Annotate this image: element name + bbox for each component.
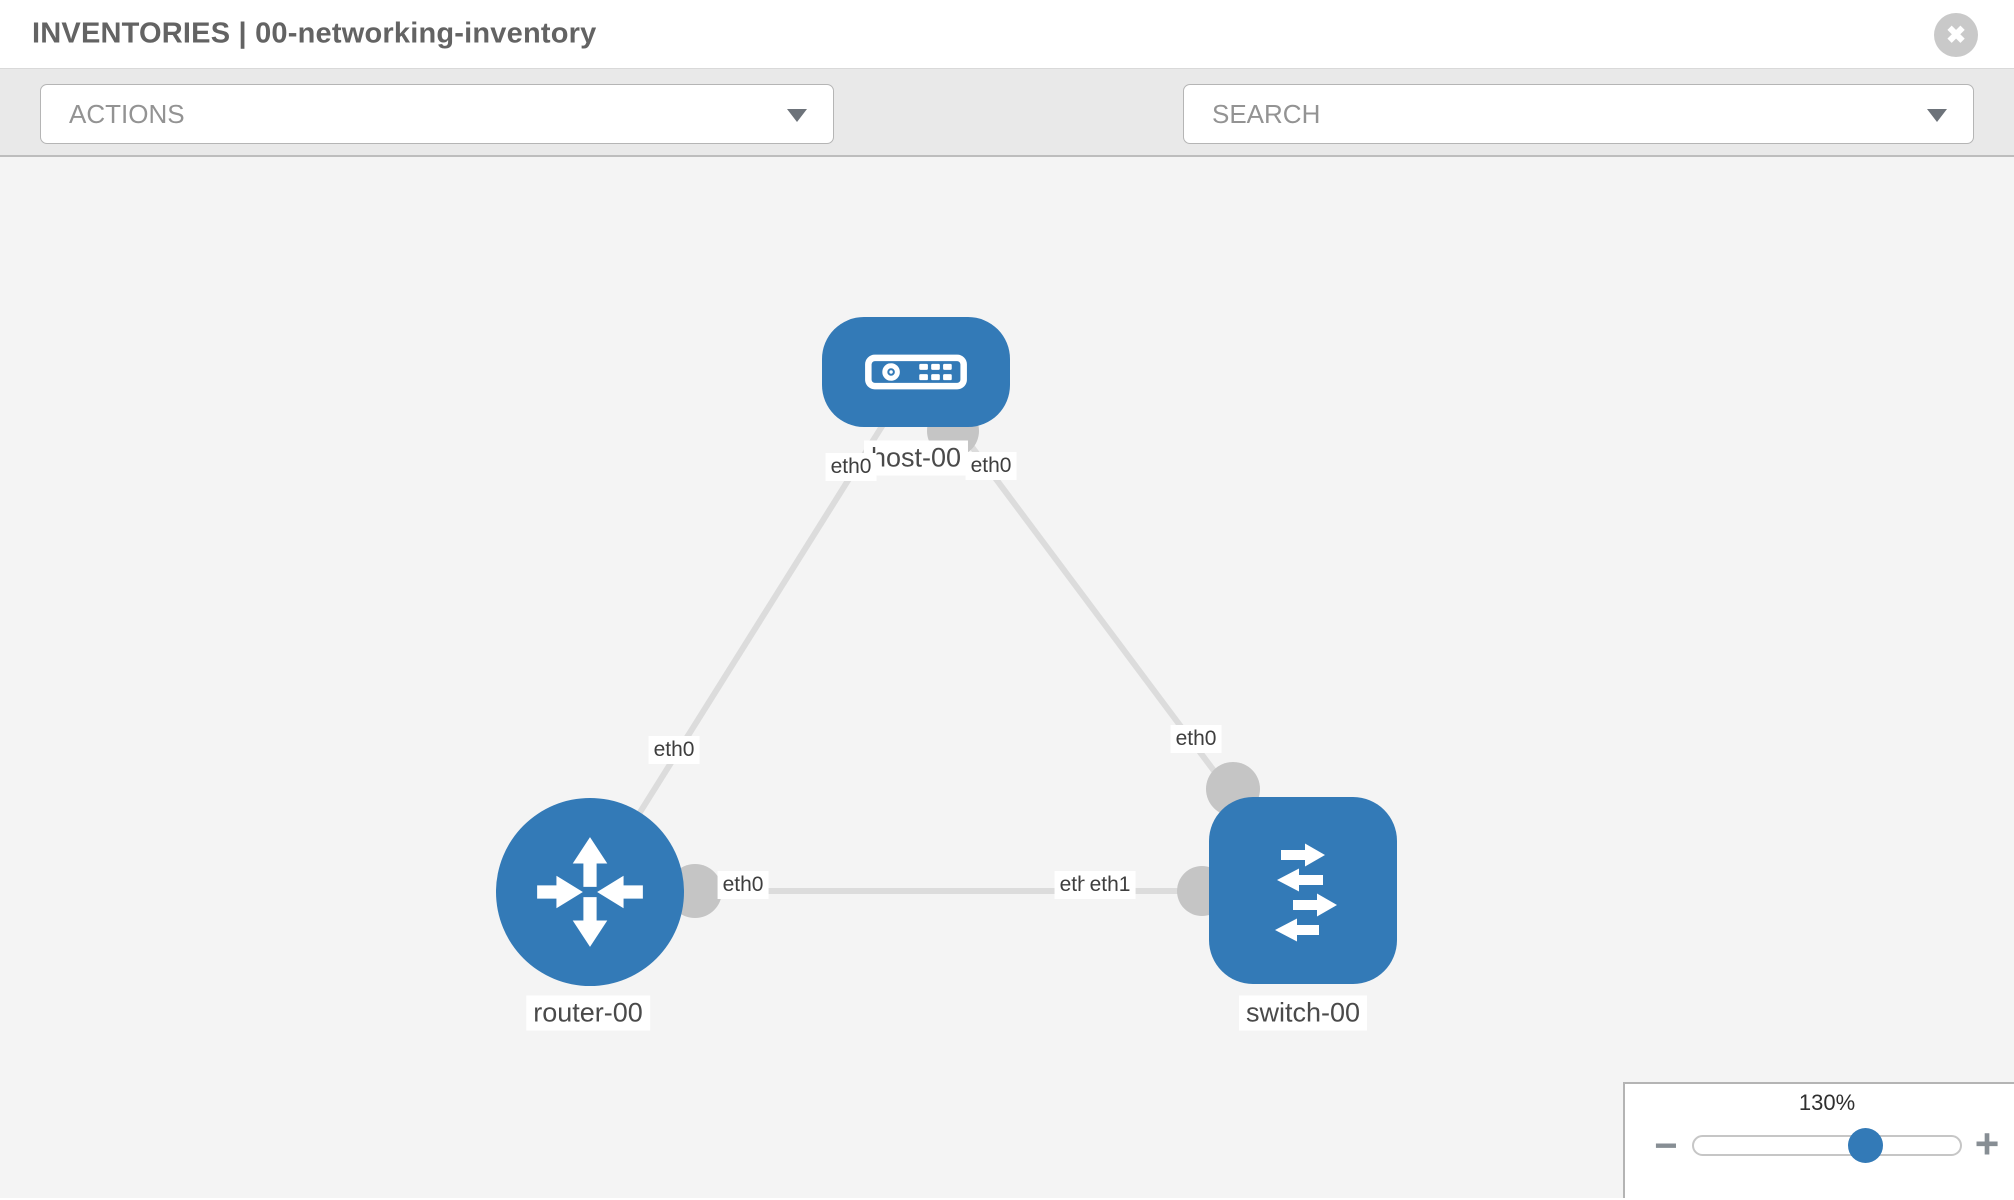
zoom-in-button[interactable]: +: [1974, 1120, 2000, 1167]
breadcrumb-header: INVENTORIES | 00-networking-inventory ✖: [0, 0, 2014, 69]
iface-label-router-eth0-mid: eth0: [717, 871, 769, 899]
host-icon: [865, 354, 967, 390]
page-title: INVENTORIES | 00-networking-inventory: [32, 17, 597, 50]
node-label-host-00: host-00: [863, 440, 969, 476]
iface-label-router-eth0-up: eth0: [648, 736, 700, 764]
zoom-out-button[interactable]: −: [1654, 1124, 1678, 1168]
search-dropdown[interactable]: SEARCH: [1183, 84, 1974, 144]
zoom-slider-handle[interactable]: [1848, 1128, 1883, 1163]
actions-dropdown[interactable]: ACTIONS: [40, 84, 834, 144]
iface-label-host-eth0-right: eth0: [965, 452, 1017, 480]
zoom-slider-track[interactable]: [1692, 1135, 1962, 1156]
node-switch-00[interactable]: [1209, 797, 1397, 984]
node-label-router-00: router-00: [526, 995, 650, 1031]
search-dropdown-label: SEARCH: [1212, 98, 1321, 129]
iface-label-switch-eth1-mid: eth1: [1084, 871, 1136, 899]
switch-icon: [1275, 843, 1337, 941]
close-icon[interactable]: ✖: [1934, 13, 1978, 57]
actions-dropdown-label: ACTIONS: [69, 98, 185, 129]
chevron-down-icon: [787, 109, 807, 123]
zoom-control-panel: 130% − +: [1623, 1082, 2014, 1198]
toolbar: ACTIONS SEARCH: [0, 69, 2014, 205]
chevron-down-icon: [1927, 109, 1947, 123]
topology-canvas[interactable]: host-00 router-00 switch-00 eth0 eth0 et…: [0, 157, 2014, 1198]
node-host-00[interactable]: [822, 317, 1010, 427]
router-icon: [537, 837, 643, 947]
zoom-level-value: 130%: [1798, 1090, 1856, 1115]
close-x-glyph: ✖: [1945, 21, 1967, 49]
iface-label-host-eth0-left: eth0: [825, 453, 877, 481]
topology-links: [587, 370, 1306, 894]
node-router-00[interactable]: [496, 798, 684, 986]
iface-label-switch-eth0-up: eth0: [1170, 725, 1222, 753]
node-label-switch-00: switch-00: [1238, 995, 1368, 1031]
